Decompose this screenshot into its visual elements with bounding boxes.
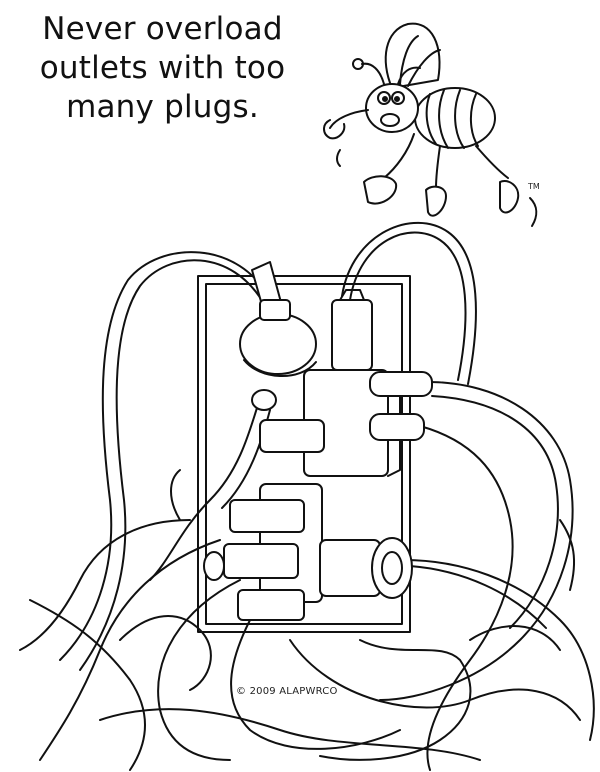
- headline-line-3: many plugs.: [66, 89, 259, 125]
- round-plug-icon: [240, 262, 316, 376]
- top-plug-icon: [332, 290, 372, 370]
- multi-plug-adapter-upper-icon: [252, 370, 432, 476]
- headline-line-2: outlets with too: [39, 50, 286, 86]
- headline-line-1: Never overload: [42, 11, 283, 47]
- copyright-notice: © 2009 ALAPWRCO: [236, 686, 338, 697]
- trademark-symbol: TM: [528, 182, 540, 191]
- headline: Never overload outlets with too many plu…: [20, 10, 305, 127]
- bee-mascot-icon: [324, 24, 536, 226]
- multi-plug-adapter-lower-icon: [204, 484, 412, 620]
- tangled-cords-icon: [20, 223, 594, 770]
